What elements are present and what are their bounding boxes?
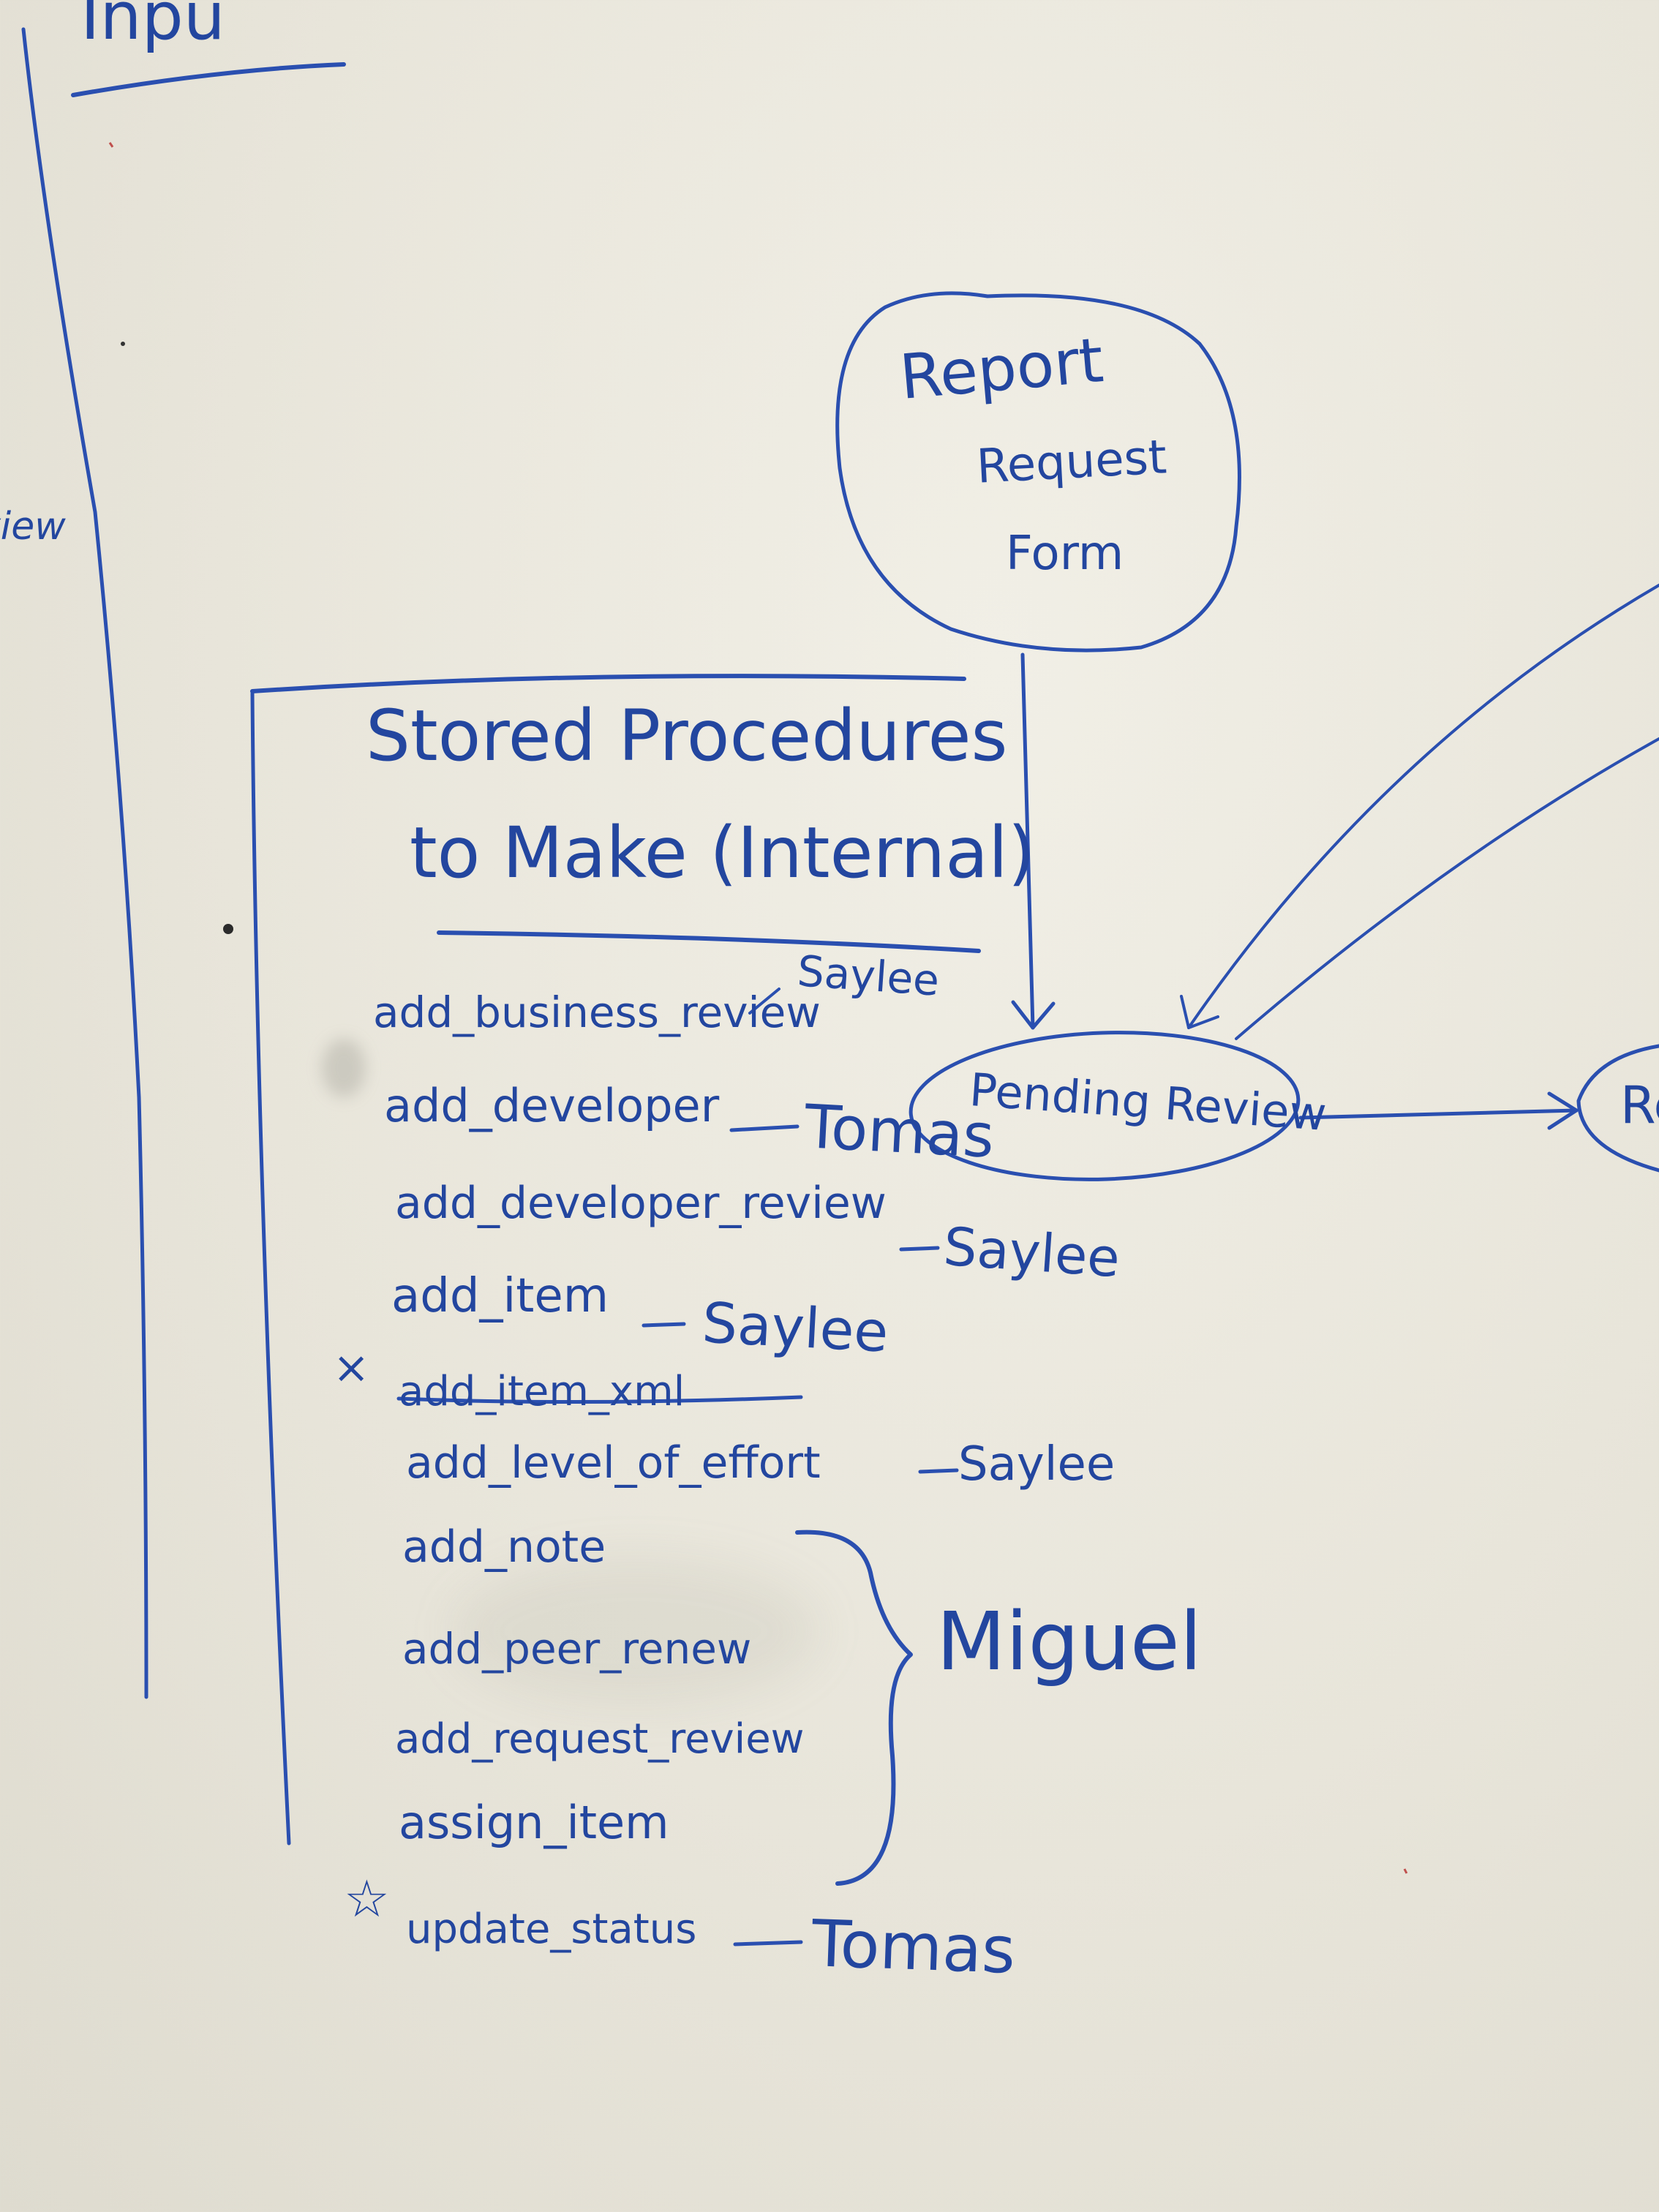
panel-top-border xyxy=(250,674,966,693)
pending-review-outline xyxy=(908,1031,1301,1181)
item-assignee-10: Tomas xyxy=(810,1906,1017,1988)
side-fragment-view: view xyxy=(0,505,66,549)
eraser-smudge xyxy=(322,1039,366,1097)
item-name-9: assign_item xyxy=(399,1796,669,1849)
item-name-2: add_developer_review xyxy=(395,1178,887,1229)
item-name-10: update_status xyxy=(406,1906,697,1953)
item-assignee-0: Saylee xyxy=(795,946,941,1006)
right-node-fragment: Re xyxy=(1620,1075,1659,1135)
request-label: Request xyxy=(975,430,1168,494)
item-name-6: add_note xyxy=(402,1521,606,1573)
item-name-0: add_business_review xyxy=(373,988,821,1037)
form-label: Form xyxy=(1006,527,1124,581)
item-name-1: add_developer xyxy=(384,1079,720,1132)
panel-title-line2: to Make (Internal) xyxy=(410,812,1036,894)
group-assignee-miguel: Miguel xyxy=(936,1595,1203,1688)
item-assignee-3: Saylee xyxy=(700,1290,890,1365)
item-assignee-2: Saylee xyxy=(941,1215,1122,1290)
dash-item xyxy=(642,1322,686,1328)
red-fleck xyxy=(108,142,114,148)
item-assignee-5: Saylee xyxy=(958,1437,1116,1491)
item-name-3: add_item xyxy=(391,1269,609,1323)
item-marker-4: × xyxy=(333,1342,370,1393)
item-name-5: add_level_of_effort xyxy=(406,1437,821,1489)
dash-developer xyxy=(729,1124,800,1132)
dust-dot xyxy=(121,342,125,346)
dash-business-review xyxy=(748,988,780,1015)
report-request-form-outline xyxy=(835,291,1241,652)
top-underline xyxy=(71,62,346,97)
strike-through-line xyxy=(396,1395,803,1404)
right-node-outline xyxy=(1576,1044,1659,1173)
panel-title-line1: Stored Procedures xyxy=(366,695,1008,777)
panel-title-underline xyxy=(437,930,981,953)
ghost-smudge xyxy=(454,1558,819,1704)
dash-update-status xyxy=(733,1940,803,1946)
arrow-form-to-pending xyxy=(1020,652,1035,1030)
dash-developer-review xyxy=(899,1246,940,1252)
magnet-dot xyxy=(223,924,233,934)
top-left-fragment: Inpu xyxy=(80,0,225,55)
curly-brace xyxy=(795,1530,913,1886)
arrow-right-upper xyxy=(1187,584,1659,1029)
item-assignee-1: Tomas xyxy=(802,1092,996,1172)
item-name-4: add_item_xml xyxy=(399,1368,685,1415)
arrow-right-lower xyxy=(1235,737,1659,1040)
red-fleck-2 xyxy=(1403,1868,1408,1874)
arrow-right-upper-head xyxy=(1180,995,1219,1029)
left-rule-line xyxy=(21,27,148,1699)
arrow-pending-to-right-head xyxy=(1547,1091,1579,1130)
arrow-pending-to-right xyxy=(1298,1108,1579,1120)
item-marker-10: ☆ xyxy=(344,1869,390,1929)
item-name-7: add_peer_renew xyxy=(402,1624,752,1674)
panel-left-border xyxy=(250,691,291,1846)
item-name-8: add_request_review xyxy=(395,1715,805,1763)
arrow-form-to-pending-head xyxy=(1011,1000,1056,1030)
dash-level-of-effort xyxy=(918,1468,959,1474)
